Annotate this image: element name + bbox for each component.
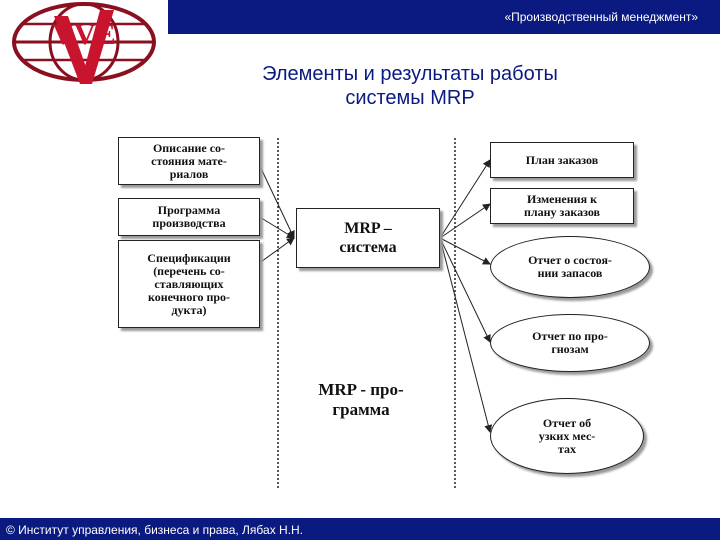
program-line-2: грамма	[332, 400, 390, 419]
input-3-line-1: Спецификации	[147, 250, 231, 265]
report-3-line-2: узких мес-	[538, 428, 596, 443]
report-3-line-1: Отчет об	[542, 415, 592, 430]
arrow-input-2	[257, 215, 295, 239]
output-plan-changes: Изменения к плану заказов	[490, 188, 634, 224]
report-inventory-status: Отчет о состоя- нии запасов	[490, 236, 650, 298]
title-line-2: системы MRP	[345, 87, 475, 109]
arrow-input-1	[257, 161, 295, 239]
report-3-line-3: тах	[557, 441, 577, 456]
report-2-line-1: Отчет по про-	[532, 329, 608, 343]
arrow-output-4	[439, 237, 491, 343]
header-text: «Производственный менеджмент»	[504, 10, 698, 24]
arrow-output-1	[439, 159, 491, 239]
page-title: Элементы и результаты работы системы MRP	[200, 62, 620, 110]
mrp-system-box: MRP – система	[296, 208, 440, 268]
arrow-output-3	[439, 237, 491, 265]
output-2-line-2: плану заказов	[523, 205, 601, 219]
input-2-line-2: производства	[152, 216, 226, 230]
input-3-line-2: (перечень со-	[153, 263, 225, 278]
arrow-output-5	[439, 237, 493, 433]
footer-text: © Институт управления, бизнеса и права, …	[6, 523, 304, 537]
arrow-input-3	[257, 237, 295, 265]
input-1-line-1: Описание со-	[152, 140, 226, 155]
input-specifications: Спецификации (перечень со- ставляющих ко…	[118, 240, 260, 328]
input-materials-state: Описание со- стояния мате- риалов	[118, 137, 260, 185]
center-line-2: система	[339, 239, 397, 256]
input-3-line-3: ставляющих	[154, 276, 224, 291]
globe-logo-icon: VVE	[12, 2, 156, 84]
input-production-program: Программа производства	[118, 198, 260, 236]
title-line-1: Элементы и результаты работы	[262, 63, 558, 85]
input-1-line-3: риалов	[169, 166, 209, 181]
report-2-line-2: гнозам	[551, 342, 589, 356]
input-3-line-4: конечного про-	[147, 289, 231, 304]
center-line-1: MRP –	[344, 220, 392, 237]
report-1-line-2: нии запасов	[537, 266, 603, 280]
report-forecasts: Отчет по про- гнозам	[490, 314, 650, 372]
output-1-line-1: План заказов	[525, 152, 599, 167]
footer-bar	[0, 518, 720, 540]
logo: VVE	[0, 0, 168, 97]
program-line-1: MRP - про-	[318, 380, 404, 399]
input-1-line-2: стояния мате-	[151, 153, 227, 168]
input-2-line-1: Программа	[157, 203, 221, 217]
report-1-line-1: Отчет о состоя-	[528, 253, 612, 267]
report-bottlenecks: Отчет об узких мес- тах	[490, 398, 644, 474]
output-2-line-1: Изменения к	[527, 192, 597, 206]
input-3-line-5: дукта)	[171, 302, 207, 317]
logo-letters: VVE	[52, 18, 115, 51]
mrp-program-label: MRP - про- грамма	[296, 380, 426, 420]
arrow-output-2	[439, 203, 491, 239]
output-orders-plan: План заказов	[490, 142, 634, 178]
